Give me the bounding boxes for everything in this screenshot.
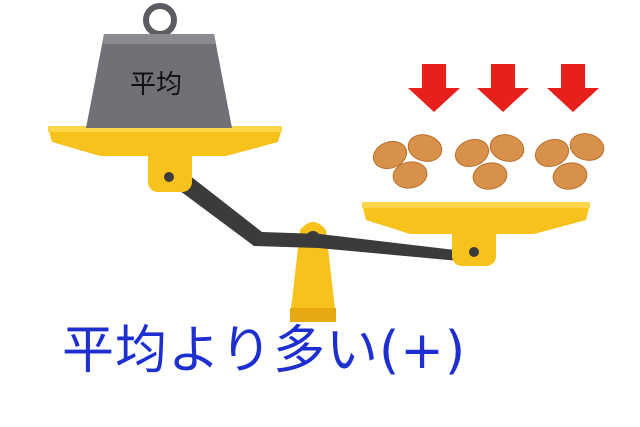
scale-beam xyxy=(165,168,472,262)
arrow-group xyxy=(408,64,599,112)
egg-icon xyxy=(372,140,408,170)
egg-icon xyxy=(392,161,428,189)
egg-group-3 xyxy=(534,133,605,190)
egg-icon xyxy=(454,138,490,168)
down-arrow-icon xyxy=(408,64,460,112)
weight-icon xyxy=(86,3,232,128)
egg-icon xyxy=(534,138,570,168)
weight-label: 平均 xyxy=(129,70,182,100)
left-pan xyxy=(48,126,282,192)
egg-group-1 xyxy=(372,134,443,189)
egg-icon xyxy=(489,134,525,162)
down-arrow-icon xyxy=(547,64,599,112)
down-arrow-icon xyxy=(477,64,529,112)
egg-icon xyxy=(407,134,443,162)
right-pan xyxy=(362,202,590,266)
center-pivot xyxy=(306,231,320,245)
egg-group-2 xyxy=(454,134,525,190)
egg-icon xyxy=(552,162,588,190)
egg-icon xyxy=(569,133,605,161)
caption-text: 平均より多い(+) xyxy=(62,321,467,381)
egg-icon xyxy=(472,162,508,190)
